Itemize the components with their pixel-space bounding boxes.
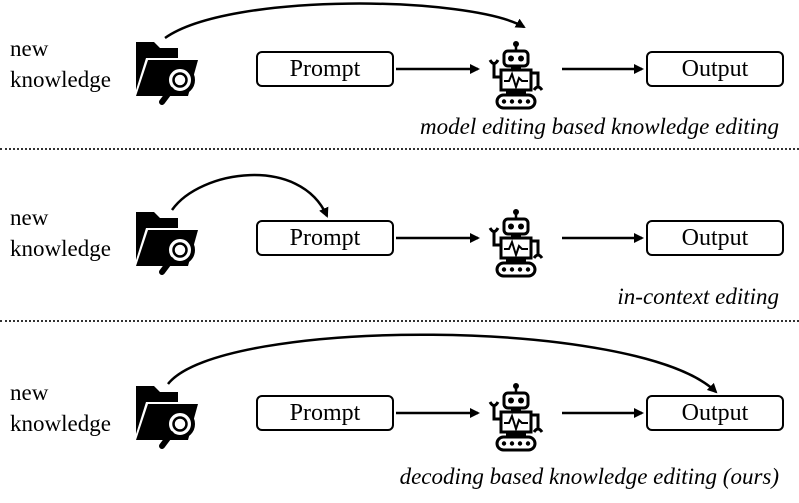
- new-knowledge-line1: new: [10, 36, 49, 61]
- arrows: [170, 173, 644, 243]
- panel-model-editing: new knowledge Prompt Output model editin…: [0, 0, 799, 150]
- robot-icon: [488, 383, 544, 452]
- output-box: Output: [646, 220, 784, 256]
- prompt-box: Prompt: [256, 51, 394, 87]
- prompt-label: Prompt: [289, 55, 361, 82]
- prompt-label: Prompt: [289, 224, 361, 251]
- panel-in-context-editing: new knowledge Prompt Output in-context e…: [0, 150, 799, 322]
- caption: model editing based knowledge editing: [420, 114, 779, 139]
- caption: decoding based knowledge editing (ours): [399, 464, 779, 489]
- section-divider-2: [0, 320, 799, 322]
- arrows: [164, 2, 644, 74]
- caption: in-context editing: [617, 284, 779, 309]
- robot-icon: [488, 41, 544, 110]
- output-label: Output: [681, 55, 749, 82]
- new-knowledge-line2: knowledge: [10, 236, 111, 261]
- output-label: Output: [681, 399, 749, 426]
- folder-search-icon: [136, 212, 198, 275]
- panel-decoding-based-editing: new knowledge Prompt Output decoding bas…: [0, 322, 799, 503]
- new-knowledge-line1: new: [10, 380, 49, 405]
- output-box: Output: [646, 395, 784, 431]
- new-knowledge-label: new knowledge: [10, 202, 111, 264]
- prompt-box: Prompt: [256, 395, 394, 431]
- arrows: [167, 333, 718, 418]
- knowledge-to-prompt-arrow: [170, 173, 329, 218]
- section-divider-1: [0, 148, 799, 150]
- knowledge-to-model-arrow: [164, 2, 526, 40]
- prompt-label: Prompt: [289, 399, 361, 426]
- output-box: Output: [646, 51, 784, 87]
- folder-search-icon: [136, 42, 198, 105]
- robot-icon: [488, 209, 544, 278]
- output-label: Output: [681, 224, 749, 251]
- new-knowledge-label: new knowledge: [10, 377, 111, 439]
- folder-search-icon: [136, 386, 198, 449]
- new-knowledge-line2: knowledge: [10, 67, 111, 92]
- new-knowledge-line1: new: [10, 205, 49, 230]
- new-knowledge-line2: knowledge: [10, 411, 111, 436]
- prompt-box: Prompt: [256, 220, 394, 256]
- new-knowledge-label: new knowledge: [10, 33, 111, 95]
- knowledge-to-output-arrow: [167, 333, 718, 394]
